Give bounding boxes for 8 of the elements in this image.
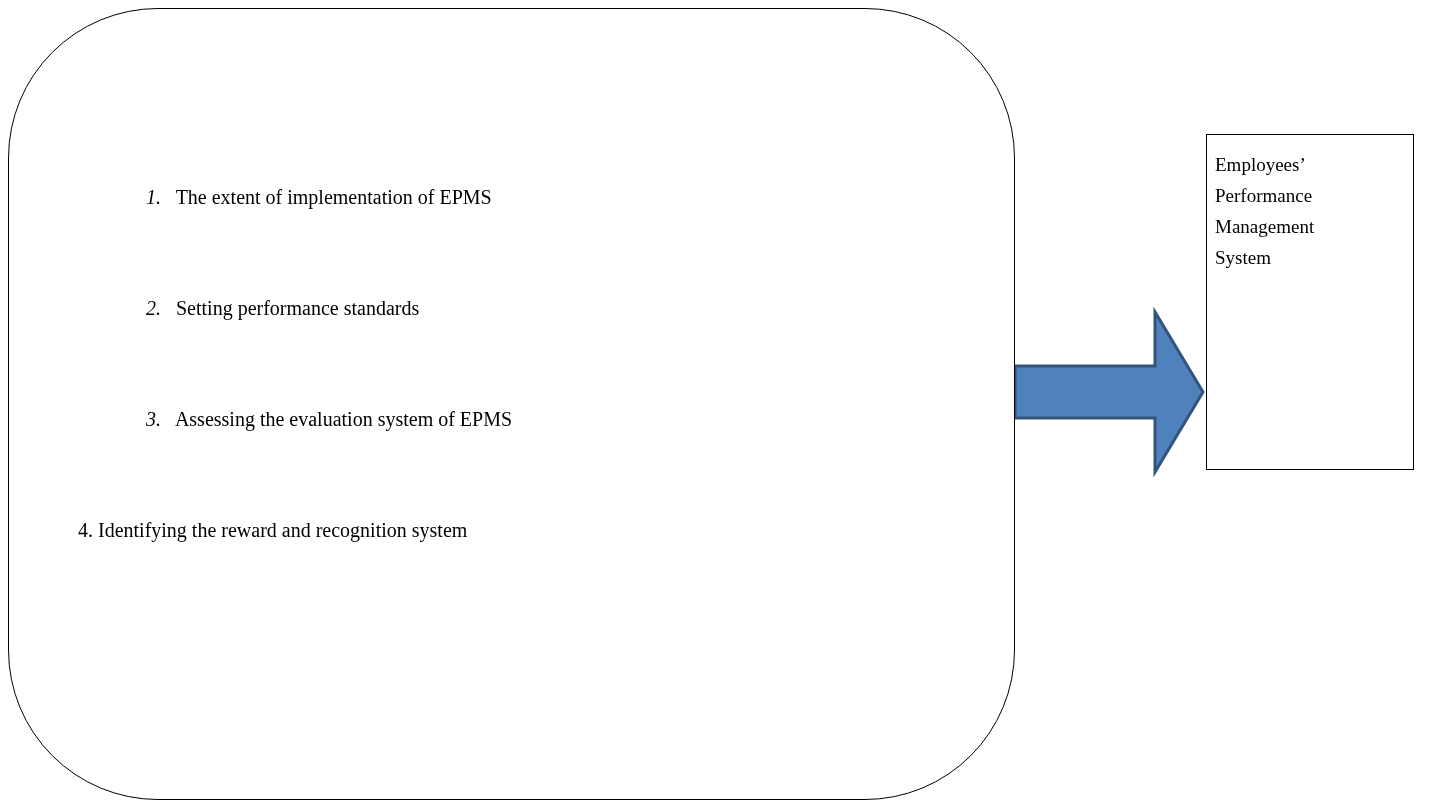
rounded-panel — [8, 8, 1015, 800]
list-item: 2. Setting performance standards — [146, 297, 420, 320]
box-label: Employees’ Performance Management System — [1215, 153, 1316, 270]
list-item: 4. Identifying the reward and recognition system — [78, 519, 468, 542]
process-box — [1206, 134, 1414, 470]
list-item: 3. Assessing the evaluation system of EPMS — [146, 408, 513, 431]
block-arrow — [1013, 306, 1205, 478]
list-item: 1. The extent of implementation of EPMS — [146, 186, 492, 209]
